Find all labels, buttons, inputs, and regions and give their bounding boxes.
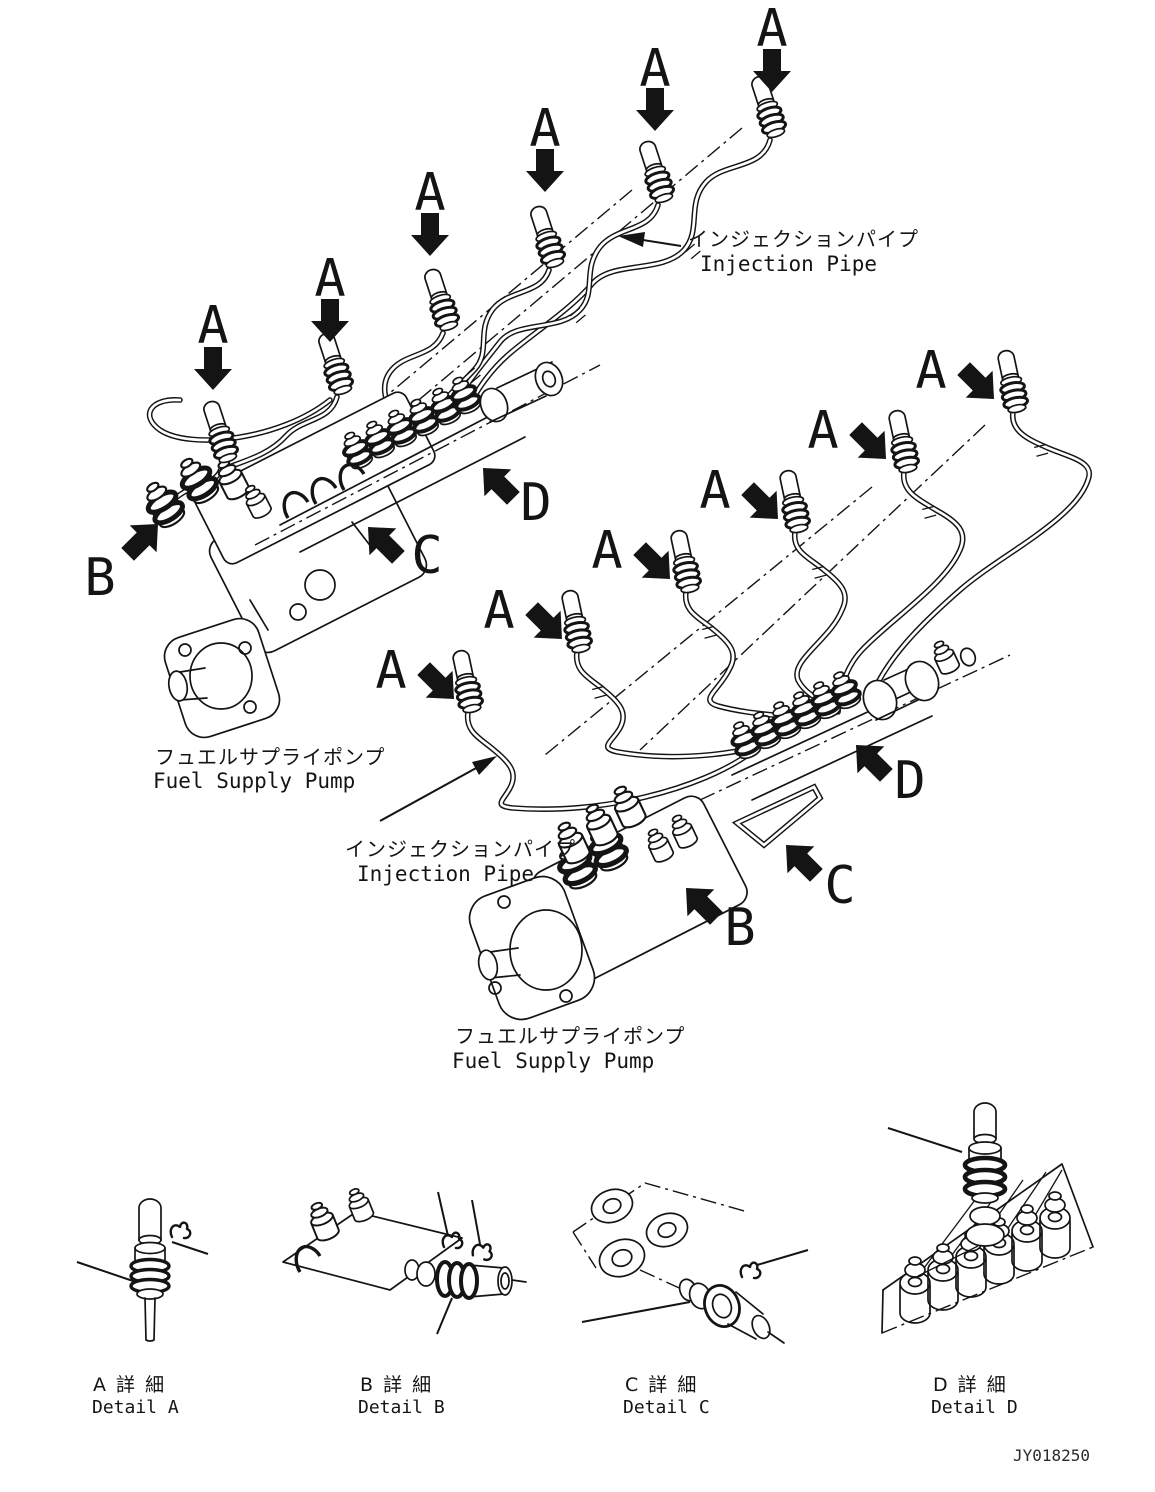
fuel-supply-pump-left (138, 361, 601, 739)
callout-arrow-c (772, 831, 830, 889)
fuel-supply-pump-label-jp: フュエルサプライポンプ (155, 745, 385, 769)
detail-b: B 詳 細 Detail B (282, 1184, 527, 1418)
fuel-supply-pump-right (468, 637, 1011, 1021)
detail-d: D 詳 細 Detail D (881, 1102, 1094, 1418)
detail-d-label-jp: D 詳 細 (933, 1374, 1008, 1396)
fuel-supply-pump-label-en: Fuel Supply Pump (452, 1049, 654, 1073)
callout-arrow-d (842, 731, 900, 789)
callout-letter-a: A (197, 296, 228, 356)
pipe-connector (991, 346, 1031, 417)
callout-letter-a: A (414, 163, 445, 223)
detail-b-label-jp: B 詳 細 (360, 1374, 433, 1396)
part-labels: インジェクションパイプ Injection Pipe フュエルサプライポンプ F… (153, 227, 919, 1073)
pipe-connector (196, 396, 242, 467)
callout-letter-a: A (915, 341, 946, 401)
drawing-number: JY018250 (1013, 1446, 1090, 1465)
injection-pipe-label-jp: インジェクションパイプ (688, 227, 919, 251)
callout-letters: A A A A A A A A A A A A B C D D C B (84, 0, 946, 958)
pipe-connector (523, 201, 569, 272)
pipe-connector (882, 406, 922, 477)
callout-letter-a: A (591, 521, 622, 581)
fuel-supply-pump-label-jp: フュエルサプライポンプ (455, 1024, 685, 1048)
detail-a: A 詳 細 Detail A (76, 1198, 209, 1418)
callout-letter-d: D (520, 473, 551, 533)
callout-letter-a: A (314, 249, 345, 309)
detail-a-label-jp: A 詳 細 (93, 1374, 166, 1396)
callout-letter-b: B (84, 548, 115, 608)
detail-b-label-en: Detail B (358, 1397, 445, 1418)
callout-arrow-d (469, 454, 527, 512)
detail-d-label-en: Detail D (931, 1397, 1018, 1418)
callout-letter-d: D (894, 751, 925, 811)
callout-letter-b: B (724, 898, 755, 958)
callout-letter-a: A (529, 99, 560, 159)
pipe-connector (311, 328, 357, 399)
injection-pipes-lower (464, 409, 1093, 812)
pipe-connector (446, 646, 486, 717)
callout-letter-c: C (411, 526, 442, 586)
injection-pipe-label-en: Injection Pipe (700, 252, 877, 276)
injection-pipe-label-jp: インジェクションパイプ (345, 837, 576, 861)
detail-a-label-en: Detail A (92, 1397, 179, 1418)
pipe-connector (417, 264, 463, 335)
callout-letter-a: A (639, 39, 670, 99)
pipe-connector (555, 586, 595, 657)
callout-letter-a: A (756, 0, 787, 59)
callout-letter-a: A (375, 641, 406, 701)
injection-pipes-upper (146, 137, 773, 513)
callout-letter-c: C (824, 856, 855, 916)
callout-letter-a: A (483, 581, 514, 641)
detail-c-label-en: Detail C (623, 1397, 710, 1418)
pipe-connector (664, 526, 704, 597)
callout-letter-a: A (699, 461, 730, 521)
pipe-connector (632, 136, 678, 207)
detail-c-label-jp: C 詳 細 (625, 1374, 698, 1396)
injection-pipe-label-en: Injection Pipe (357, 862, 534, 886)
pipe-connector (773, 466, 813, 537)
fuel-supply-pump-label-en: Fuel Supply Pump (153, 769, 355, 793)
callout-letter-a: A (807, 401, 838, 461)
detail-c: C 詳 細 Detail C (572, 1182, 809, 1418)
